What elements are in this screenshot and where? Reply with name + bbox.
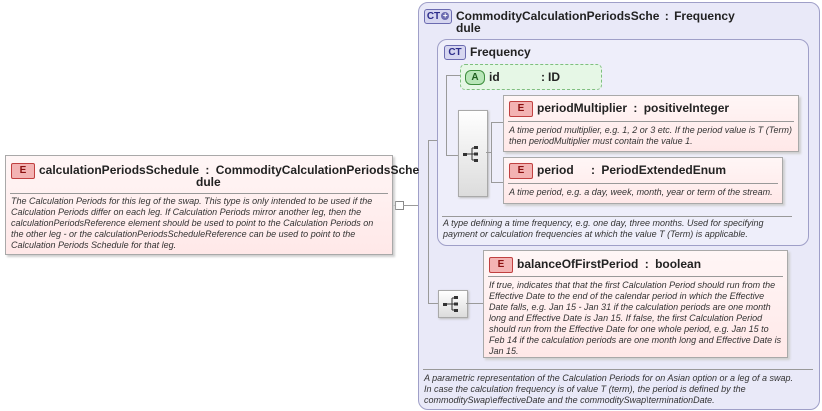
desc-line: A parametric representation of the Calcu… [424,373,794,383]
element-type: boolean [655,257,702,271]
outer-type-name: CommodityCalculationPeriodsSche [456,9,660,23]
attribute-name: id [489,70,500,84]
element-name-text: balanceOfFirstPeriod [517,257,639,271]
element-badge: E [509,163,533,179]
element-colon: : [591,163,596,177]
desc-line: Date falls, e.g. Jan 15 - Jan 31 if the … [489,302,771,312]
desc-line: Calculation Periods differ on each leg. … [11,207,362,217]
connector-seq1-trunk [491,122,492,182]
connector-seq2-out [466,303,483,304]
connector-to-frequency [428,140,438,141]
ct-badge-label: CT [426,11,441,22]
element-description: If true, indicates that that the first C… [489,280,785,357]
element-badge: E [489,257,513,273]
outer-type-colon: : [664,9,669,23]
element-separator [10,193,388,194]
connector-to-period-multiplier [491,122,503,123]
desc-line: A time period multiplier, e.g. 1, 2 or 3… [509,125,792,135]
desc-line: The Calculation Periods for this leg of … [11,196,373,206]
element-colon: : [633,101,638,115]
attribute-badge: A [465,70,485,85]
desc-line: payment or calculation frequencies at wh… [443,229,748,239]
desc-line: A time period, e.g. a day, week, month, … [509,187,773,197]
element-colon: : [644,257,649,271]
frequency-ct-badge: CT [444,45,466,60]
element-period-multiplier[interactable]: E periodMultiplier : positiveInteger A t… [503,95,799,152]
element-type: CommodityCalculationPeriodsSche [215,163,420,177]
connector-to-seq2 [428,303,438,304]
connector-attr [446,75,447,155]
element-type: PeriodExtendedEnum [601,163,727,177]
sequence-compositor-2[interactable] [438,290,468,318]
element-type-line2: dule [196,175,221,189]
outer-type-separator [423,369,813,370]
connector-attr-h [446,75,460,76]
attribute-colon: : [541,70,545,84]
desc-line: A type defining a time frequency, e.g. o… [443,218,764,228]
desc-line: In case the calculation frequency is of … [424,384,746,394]
desc-line: If true, indicates that that the first C… [489,280,776,290]
element-description: The Calculation Periods for this leg of … [11,196,391,251]
connector-seq1 [446,155,458,156]
desc-line: then periodMultiplier must contain the v… [509,136,693,146]
element-balance-of-first-period[interactable]: E balanceOfFirstPeriod : boolean If true… [483,250,788,358]
outer-type-title-line2: dule [456,21,481,35]
sequence-compositor-icon [463,146,478,162]
sequence-compositor-1[interactable] [458,110,488,197]
outer-type-base: Frequency [674,9,735,23]
element-description: A time period multiplier, e.g. 1, 2 or 3… [509,125,799,147]
desc-line: commoditySwap\effectiveDate and the comm… [424,395,715,405]
desc-line: long and Effective Date is Jan 15. If fa… [489,313,763,323]
attribute-id[interactable]: A id : ID [460,64,602,90]
connector-trunk [428,140,429,304]
element-description: A time period, e.g. a day, week, month, … [509,187,781,198]
desc-line: Jan 15. [489,346,519,356]
element-name: calculationPeriodsSchedule : CommodityCa… [39,163,419,177]
element-separator [508,183,778,184]
sequence-compositor-icon [443,296,458,312]
extension-plus-icon: + [441,11,450,20]
element-separator [508,121,794,122]
element-badge: E [11,163,35,179]
element-name-text: calculationPeriodsSchedule [39,163,200,177]
connector-seq1-out [486,152,491,153]
element-badge: E [509,101,533,117]
element-name: periodMultiplier : positiveInteger [537,101,729,115]
desc-line: Calculation Periods Schedule for that le… [11,240,177,250]
element-name: period : PeriodExtendedEnum [537,163,726,177]
element-name-text: period [537,163,574,177]
element-period[interactable]: E period : PeriodExtendedEnum A time per… [503,157,783,204]
connector-root-to-outer [403,205,418,206]
desc-line: should run from the Effective Date for o… [489,324,769,334]
element-name-text: periodMultiplier [537,101,627,115]
frequency-title: Frequency [470,45,531,59]
element-separator [488,276,783,277]
element-type: positiveInteger [643,101,730,115]
ct-extension-badge: CT+ [424,9,452,24]
frequency-separator [442,216,792,217]
frequency-description: A type defining a time frequency, e.g. o… [443,218,803,240]
desc-line: the other leg - or the calculationPeriod… [11,229,356,239]
element-colon: : [205,163,210,177]
outer-type-title: CommodityCalculationPeriodsSche : Freque… [456,9,735,23]
desc-line: calculationPeriodsReference element shou… [11,218,374,228]
element-calculation-periods-schedule[interactable]: E calculationPeriodsSchedule : Commodity… [5,155,419,255]
outer-type-description: A parametric representation of the Calcu… [424,373,816,406]
desc-line: Feb 14 if the calculation periods are on… [489,335,782,345]
attribute-type: ID [548,70,560,84]
connector-to-period [491,182,503,183]
element-name: balanceOfFirstPeriod : boolean [517,257,701,271]
desc-line: Effective Date to the end of the calenda… [489,291,765,301]
